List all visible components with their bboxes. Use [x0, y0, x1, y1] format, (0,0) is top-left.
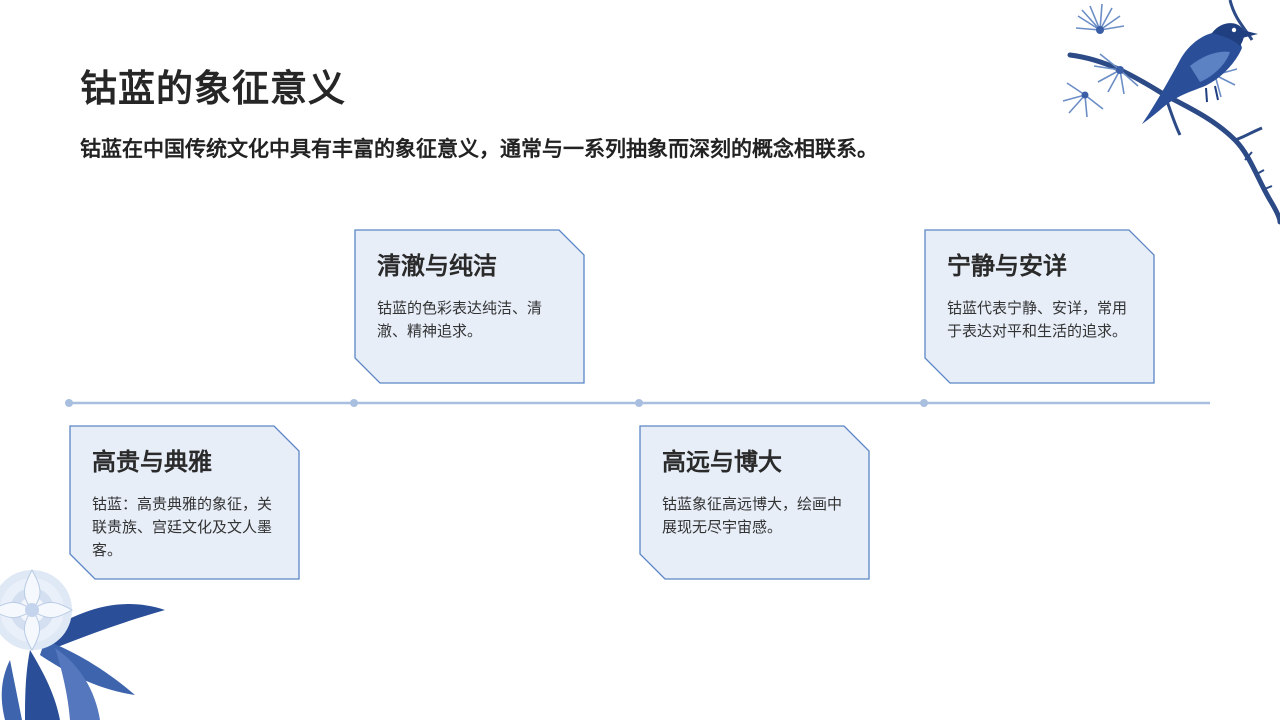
card-frame	[354, 229, 585, 384]
card-body: 钴蓝象征高远博大，绘画中展现无尽宇宙感。	[662, 495, 843, 536]
timeline-dot	[635, 399, 643, 407]
card-frame	[69, 425, 300, 580]
page-subtitle: 钴蓝在中国传统文化中具有丰富的象征意义，通常与一系列抽象而深刻的概念相联系。	[80, 137, 878, 161]
card-body: 钴蓝：高贵典雅的象征，关联贵族、宫廷文化及文人墨客。	[92, 495, 273, 559]
card-title: 高贵与典雅	[92, 448, 212, 476]
card-frame	[639, 425, 870, 580]
timeline-dot	[350, 399, 358, 407]
timeline-dot	[920, 399, 928, 407]
page-title: 钴蓝的象征意义	[80, 67, 346, 110]
timeline-card: 高远与博大 钴蓝象征高远博大，绘画中展现无尽宇宙感。	[639, 425, 870, 580]
card-title: 宁静与安详	[947, 252, 1067, 280]
timeline-dot	[65, 399, 73, 407]
card-body: 钴蓝的色彩表达纯洁、清澈、精神追求。	[377, 299, 543, 340]
card-title: 清澈与纯洁	[377, 252, 497, 280]
timeline-card: 宁静与安详 钴蓝代表宁静、安详，常用于表达对平和生活的追求。	[924, 229, 1155, 384]
timeline-card: 清澈与纯洁 钴蓝的色彩表达纯洁、清澈、精神追求。	[354, 229, 585, 384]
card-body: 钴蓝代表宁静、安详，常用于表达对平和生活的追求。	[947, 299, 1128, 340]
timeline-card: 高贵与典雅 钴蓝：高贵典雅的象征，关联贵族、宫廷文化及文人墨客。	[69, 425, 300, 580]
card-title: 高远与博大	[662, 448, 782, 476]
bird-on-branch-illustration	[1062, 0, 1280, 225]
peony-flower-illustration	[0, 568, 165, 720]
card-frame	[924, 229, 1155, 384]
